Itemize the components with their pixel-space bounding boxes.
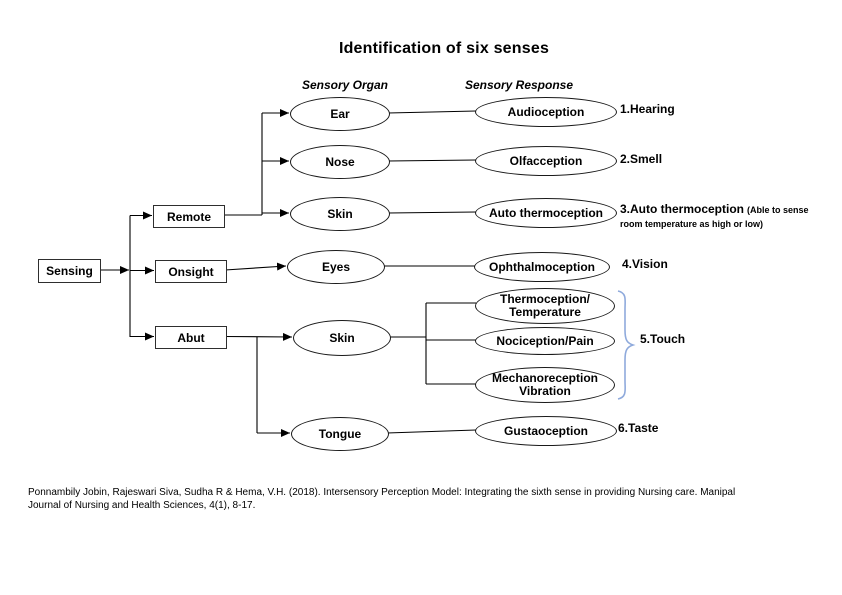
sense-label-vision: 4.Vision — [622, 257, 668, 271]
organ-node-skin-abut: Skin — [293, 320, 391, 356]
sense-label-hearing: 1.Hearing — [620, 102, 675, 116]
response-node-nociception-pain: Nociception/Pain — [475, 327, 615, 355]
abut-branch-lines — [224, 332, 293, 437]
citation-line-2: Journal of Nursing and Health Sciences, … — [28, 499, 256, 511]
column-header-sensory-organ: Sensory Organ — [301, 78, 389, 92]
citation-line-1: Ponnambily Jobin, Rajeswari Siva, Sudha … — [28, 487, 736, 498]
organ-node-nose: Nose — [290, 145, 390, 179]
sense-label-taste: 6.Taste — [618, 421, 659, 435]
citation: Ponnambily Jobin, Rajeswari Siva, Sudha … — [28, 487, 828, 512]
response-node-thermoception-temperature: Thermoception/ Temperature — [475, 288, 615, 324]
sense-label-auto-thermoception-main: 3.Auto thermoception — [620, 202, 745, 216]
node-onsight: Onsight — [155, 260, 227, 283]
node-sensing: Sensing — [38, 259, 101, 283]
organ-node-skin-remote: Skin — [290, 197, 390, 231]
sense-label-smell: 2.Smell — [620, 152, 663, 166]
onsight-branch-lines — [224, 262, 287, 271]
node-remote: Remote — [153, 205, 225, 228]
organ-node-tongue: Tongue — [291, 417, 389, 451]
response-node-audioception: Audioception — [475, 97, 617, 127]
response-node-olfacception: Olfacception — [475, 146, 617, 176]
sensing-branch-lines — [99, 211, 154, 341]
response-node-ophthalmoception: Ophthalmoception — [474, 252, 610, 282]
column-header-sensory-response: Sensory Response — [464, 78, 574, 92]
response-node-gustaoception: Gustaoception — [475, 416, 617, 446]
remote-branch-lines — [223, 109, 289, 217]
response-node-mechanoreception-vibration: Mechanoreception Vibration — [475, 367, 615, 403]
touch-group-brace — [617, 290, 636, 400]
sense-label-auto-thermoception: 3.Auto thermoception(Able to sense room … — [620, 203, 820, 231]
organ-to-response-lines — [383, 110, 477, 434]
organ-node-ear: Ear — [290, 97, 390, 131]
sense-label-touch: 5.Touch — [640, 332, 686, 346]
node-abut: Abut — [155, 326, 227, 349]
sense-label-auto-thermoception-note: (Able to sense room temperature as high … — [620, 205, 809, 229]
page-title: Identification of six senses — [338, 40, 550, 57]
response-node-auto-thermoception: Auto thermoception — [475, 198, 617, 228]
organ-node-eyes: Eyes — [287, 250, 385, 284]
